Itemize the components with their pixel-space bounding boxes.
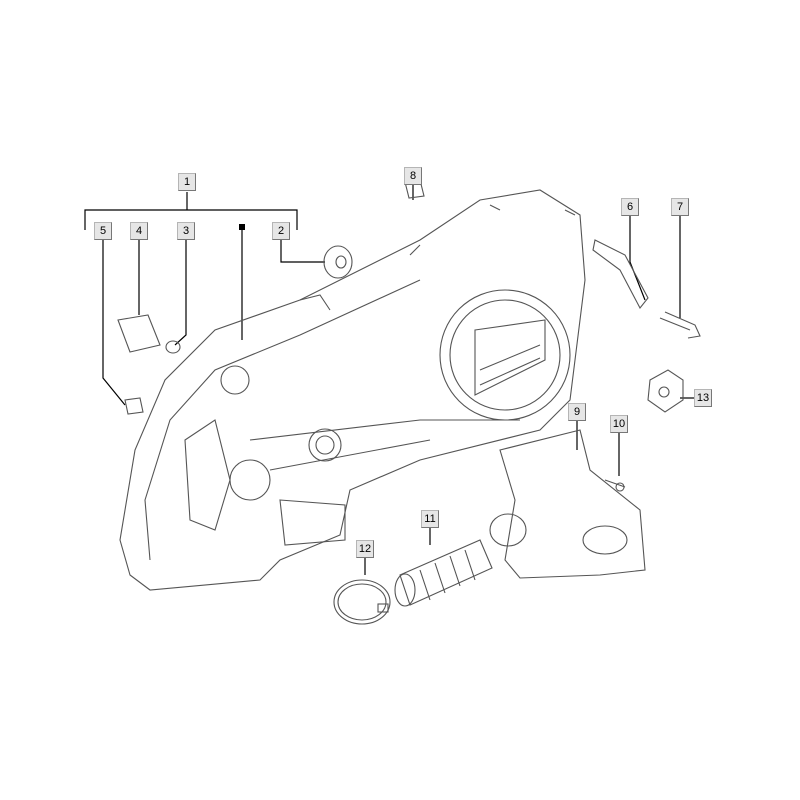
callout-9[interactable]: 9 — [568, 403, 586, 421]
small-parts — [117, 179, 701, 625]
leader-5 — [102, 240, 126, 406]
callout-10[interactable]: 10 — [610, 415, 628, 433]
leader-lines — [84, 185, 694, 575]
ring-3 — [165, 340, 181, 354]
bracket-6 — [592, 239, 649, 309]
callout-3[interactable]: 3 — [177, 222, 195, 240]
callout-1[interactable]: 1 — [178, 173, 196, 191]
callout-4[interactable]: 4 — [130, 222, 148, 240]
callout-8[interactable]: 8 — [404, 167, 422, 185]
callout-13[interactable]: 13 — [694, 389, 712, 407]
group-bracket — [84, 192, 298, 230]
callout-11[interactable]: 11 — [421, 510, 439, 528]
duct-9 — [499, 429, 646, 579]
nut-13 — [647, 369, 684, 413]
group-marker — [239, 224, 245, 230]
bolt-7 — [659, 311, 701, 339]
crankcase-cover — [119, 189, 586, 591]
boot-11 — [399, 539, 493, 606]
clamp-12 — [333, 579, 391, 625]
callout-5[interactable]: 5 — [94, 222, 112, 240]
leader-6 — [629, 216, 646, 301]
screw-10 — [604, 479, 626, 488]
leader-2 — [280, 240, 325, 263]
bearing-2 — [323, 245, 353, 279]
callout-6[interactable]: 6 — [621, 198, 639, 216]
leader-3 — [174, 240, 187, 346]
dowel-5 — [124, 397, 144, 415]
callout-12[interactable]: 12 — [356, 540, 374, 558]
callout-2[interactable]: 2 — [272, 222, 290, 240]
callout-7[interactable]: 7 — [671, 198, 689, 216]
bushing-4 — [117, 314, 161, 353]
